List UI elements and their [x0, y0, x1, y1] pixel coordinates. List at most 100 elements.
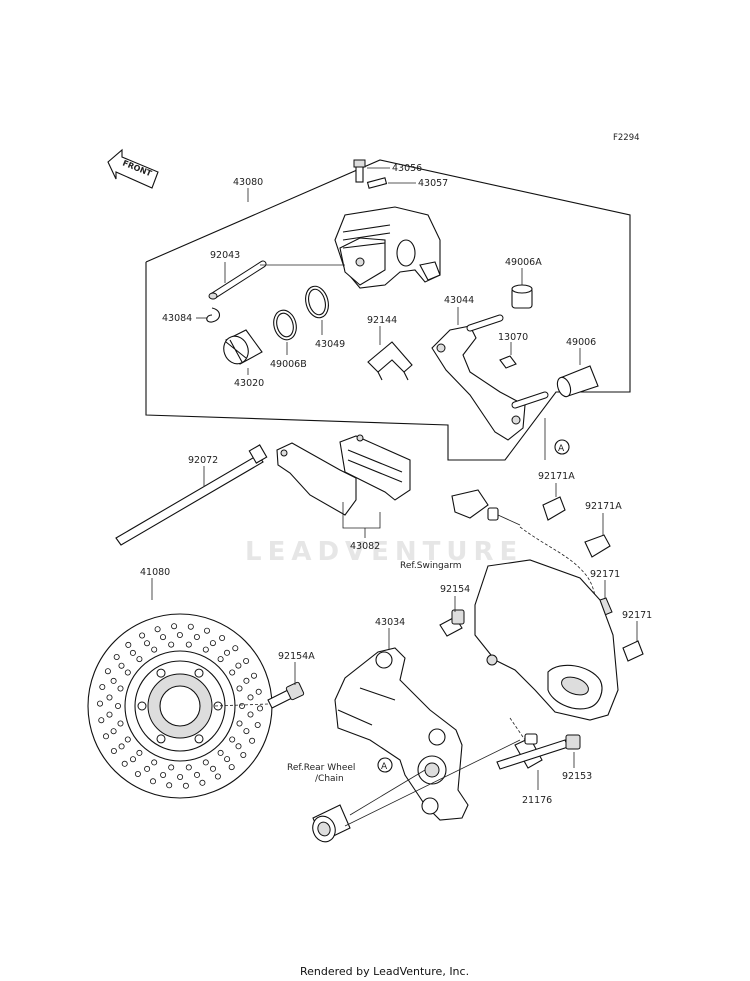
rotor-hole — [136, 656, 143, 663]
label-92171-1: 92171 — [590, 569, 620, 580]
caliper-body — [334, 206, 441, 289]
ref-rear-wheel-line2: /Chain — [315, 774, 344, 784]
callout-a-bottom-label: A — [381, 762, 388, 772]
rotor-hole — [168, 641, 175, 648]
rotor-hole — [243, 658, 250, 665]
caliper-bracket — [431, 314, 549, 441]
label-41080: 41080 — [140, 567, 170, 578]
rotor-bolt-hole — [137, 701, 147, 711]
cable-tie — [115, 444, 268, 546]
rotor-hole — [217, 656, 224, 663]
bleeder-valve — [353, 159, 366, 183]
rotor-hole — [117, 720, 124, 727]
pin-clip — [206, 307, 221, 323]
rotor-bolt — [267, 681, 305, 709]
rotor-hole — [168, 764, 175, 771]
rotor-hole — [217, 749, 224, 756]
rotor-hole — [238, 703, 245, 710]
rotor-hole — [134, 771, 141, 778]
rotor-hole — [104, 668, 111, 675]
brake-pads — [276, 434, 411, 516]
label-21176: 21176 — [522, 795, 552, 806]
rotor-hole — [103, 733, 110, 740]
rotor-hole — [224, 756, 231, 763]
rotor-hole — [143, 640, 150, 647]
boot-49006a — [511, 284, 533, 309]
clip-92171a-upper — [542, 496, 566, 521]
label-49006B: 49006B — [270, 359, 307, 370]
rotor-hole — [250, 672, 257, 679]
rotor-hole — [229, 669, 236, 676]
rotor-hole — [185, 641, 192, 648]
rotor-hole — [124, 736, 131, 743]
label-43084: 43084 — [162, 313, 192, 324]
label-92154: 92154 — [440, 584, 470, 595]
rotor-hole — [214, 773, 221, 780]
ref-rear-wheel-line1: Ref.Rear Wheel — [287, 763, 355, 773]
rotor-hole — [236, 720, 243, 727]
rotor-hole — [247, 694, 254, 701]
label-43080: 43080 — [233, 177, 263, 188]
rotor-hole — [177, 774, 184, 781]
callout-a-bottom — [377, 757, 393, 773]
plate-13070 — [499, 355, 517, 369]
rotor-hole — [149, 778, 156, 785]
rotor-hole — [187, 623, 194, 630]
rotor-bolt-hole — [156, 734, 166, 744]
pad-pin — [208, 260, 267, 300]
label-13070: 13070 — [498, 332, 528, 343]
rotor-hole — [129, 756, 136, 763]
rotor-hole — [106, 711, 113, 718]
rotor-hole — [166, 782, 173, 789]
rotor-hole — [247, 711, 254, 718]
rotor-hole — [171, 623, 178, 630]
rotor-hole — [118, 662, 125, 669]
rotor-hole — [151, 646, 158, 653]
piston-seal-43049 — [305, 285, 329, 319]
rotor-hole — [124, 669, 131, 676]
bracket-bolt — [439, 609, 465, 637]
label-92043: 92043 — [210, 250, 240, 261]
rotor-hole — [159, 634, 166, 641]
rotor-hole — [118, 743, 125, 750]
rotor-hole — [243, 677, 250, 684]
rotor-hole — [240, 752, 247, 759]
rotor-bolt-hole — [156, 668, 166, 678]
rotor-hole — [139, 632, 146, 639]
clip-92171-lower — [622, 640, 644, 662]
label-49006A: 49006A — [505, 257, 542, 268]
rotor-hole — [98, 717, 105, 724]
ref-swingarm: Ref.Swingarm — [400, 561, 462, 571]
rotor-hole — [193, 634, 200, 641]
swingarm-ref — [474, 559, 619, 721]
rotor-hole — [219, 635, 226, 642]
rotor-hole — [203, 627, 210, 634]
abs-wire — [519, 526, 601, 629]
rotor-hole — [185, 764, 192, 771]
label-43056: 43056 — [392, 163, 422, 174]
bleeder-cap — [366, 177, 388, 189]
label-92153: 92153 — [562, 771, 592, 782]
pad-spring — [367, 341, 413, 381]
rotor-hole — [117, 685, 124, 692]
rotor-hole — [99, 684, 106, 691]
rotor-hole — [182, 782, 189, 789]
rotor-hole — [110, 677, 117, 684]
label-92171A-2: 92171A — [585, 501, 622, 512]
boot-49006 — [556, 365, 599, 398]
rotor-bolt-hole — [194, 668, 204, 678]
front-arrow-icon: FRONT — [107, 148, 159, 189]
rotor-hole — [232, 645, 239, 652]
rotor-hole — [209, 640, 216, 647]
footer-credit: Rendered by LeadVenture, Inc. — [300, 965, 469, 978]
rotor-hole — [129, 649, 136, 656]
rotor-hole — [236, 685, 243, 692]
rotor-hole — [125, 641, 132, 648]
label-49006: 49006 — [566, 337, 596, 348]
rotor-hole — [151, 759, 158, 766]
label-43044: 43044 — [444, 295, 474, 306]
rotor-hole — [249, 737, 256, 744]
label-43034: 43034 — [375, 617, 405, 628]
label-92154A: 92154A — [278, 651, 315, 662]
